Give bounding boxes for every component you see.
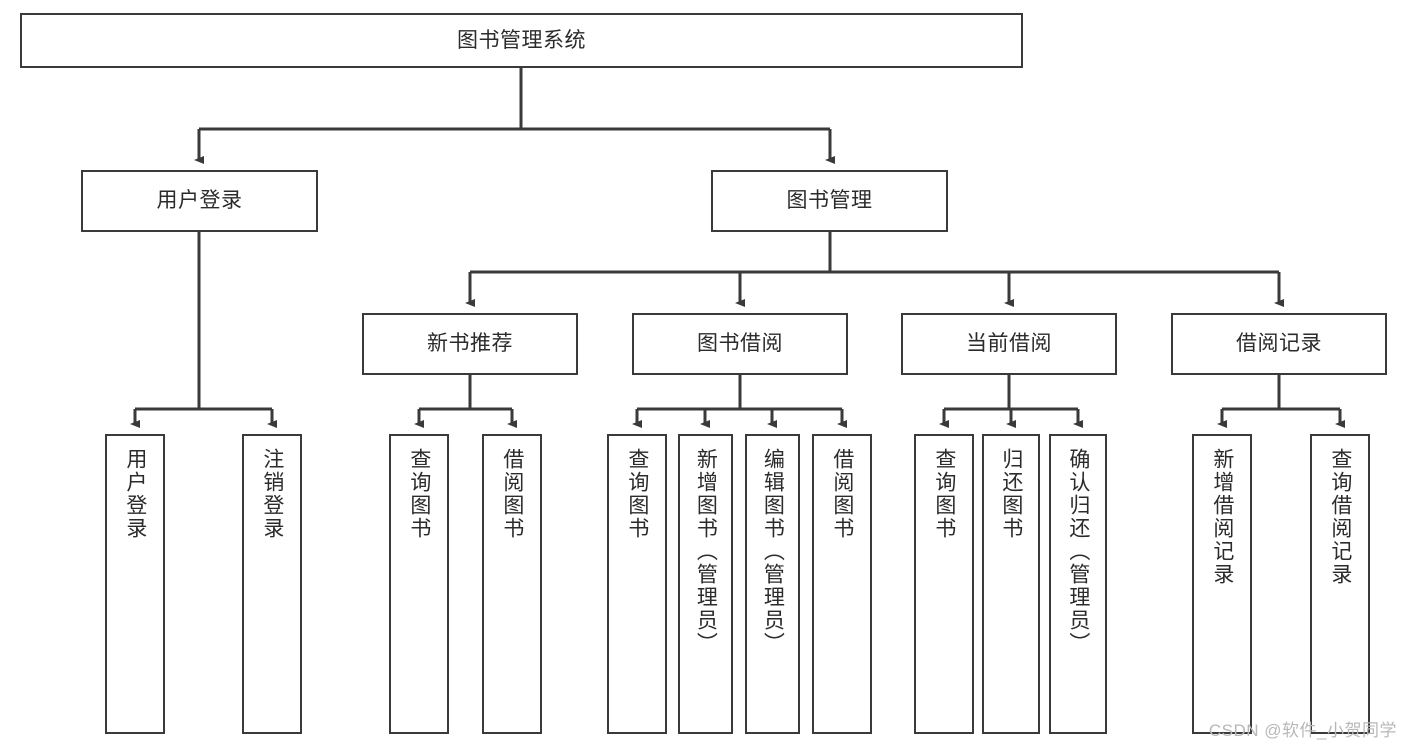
leaf-new-book-query[interactable]: 查询图书 xyxy=(389,434,449,734)
node-user-login-label: 用户登录 xyxy=(156,189,243,213)
leaf-label: 新增借阅记录 xyxy=(1210,448,1234,586)
leaf-user-login-login[interactable]: 用户登录 xyxy=(105,434,165,734)
leaf-label: 查询借阅记录 xyxy=(1328,448,1352,586)
leaf-new-book-borrow[interactable]: 借阅图书 xyxy=(482,434,542,734)
leaf-label: 归还图书 xyxy=(999,448,1023,540)
leaf-label: 确认归还（管理员） xyxy=(1066,448,1090,655)
node-book-management[interactable]: 图书管理 xyxy=(711,170,948,232)
leaf-label: 用户登录 xyxy=(123,448,147,540)
leaf-label: 查询图书 xyxy=(932,448,956,540)
leaf-label: 注销登录 xyxy=(260,448,284,540)
leaf-user-login-logout[interactable]: 注销登录 xyxy=(242,434,302,734)
node-book-management-label: 图书管理 xyxy=(786,189,873,213)
leaf-current-borrow-confirm[interactable]: 确认归还（管理员） xyxy=(1049,434,1107,734)
node-book-borrow-label: 图书借阅 xyxy=(697,332,783,356)
leaf-borrow-record-add[interactable]: 新增借阅记录 xyxy=(1192,434,1252,734)
leaf-book-borrow-edit[interactable]: 编辑图书（管理员） xyxy=(745,434,800,734)
leaf-book-borrow-borrow[interactable]: 借阅图书 xyxy=(812,434,872,734)
node-borrow-record[interactable]: 借阅记录 xyxy=(1171,313,1387,375)
node-root-label: 图书管理系统 xyxy=(457,28,586,52)
node-new-book-recommend-label: 新书推荐 xyxy=(427,332,513,356)
watermark: CSDN @软件_小贺同学 xyxy=(1208,721,1397,740)
leaf-label: 借阅图书 xyxy=(830,448,854,540)
leaf-book-borrow-query[interactable]: 查询图书 xyxy=(607,434,667,734)
leaf-label: 查询图书 xyxy=(625,448,649,540)
node-current-borrow[interactable]: 当前借阅 xyxy=(901,313,1117,375)
leaf-label: 编辑图书（管理员） xyxy=(761,448,785,655)
node-borrow-record-label: 借阅记录 xyxy=(1236,332,1322,356)
leaf-label: 查询图书 xyxy=(407,448,431,540)
node-user-login[interactable]: 用户登录 xyxy=(81,170,318,232)
leaf-label: 新增图书（管理员） xyxy=(694,448,718,655)
node-new-book-recommend[interactable]: 新书推荐 xyxy=(362,313,578,375)
leaf-current-borrow-query[interactable]: 查询图书 xyxy=(914,434,974,734)
leaf-book-borrow-add[interactable]: 新增图书（管理员） xyxy=(678,434,733,734)
leaf-label: 借阅图书 xyxy=(500,448,524,540)
node-current-borrow-label: 当前借阅 xyxy=(966,332,1052,356)
node-root[interactable]: 图书管理系统 xyxy=(20,13,1023,68)
leaf-current-borrow-return[interactable]: 归还图书 xyxy=(982,434,1040,734)
leaf-borrow-record-query[interactable]: 查询借阅记录 xyxy=(1310,434,1370,734)
node-book-borrow[interactable]: 图书借阅 xyxy=(632,313,848,375)
